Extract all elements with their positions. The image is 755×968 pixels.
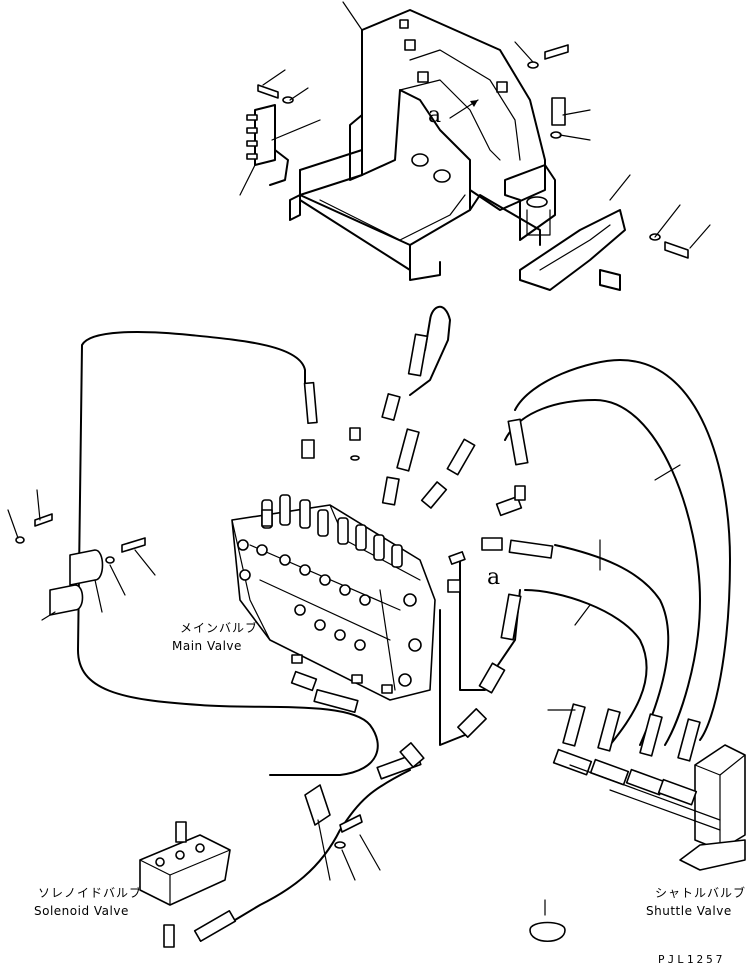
solenoid-valve-label-jp: ソレノイドバルブ xyxy=(38,886,143,900)
drawing-number: PJL1257 xyxy=(658,953,726,966)
hose-clamp-left xyxy=(7,489,156,621)
solenoid-valve-label-en: Solenoid Valve xyxy=(34,904,129,918)
hose-clip-bottom xyxy=(304,784,566,942)
solenoid-valve xyxy=(139,821,237,948)
hose-fittings xyxy=(261,333,554,780)
shuttle-valve-label-en: Shuttle Valve xyxy=(646,904,732,918)
shuttle-valve xyxy=(547,464,746,871)
mounting-bracket-assembly xyxy=(239,1,711,291)
shuttle-valve-label-jp: シャトルバルブ xyxy=(655,886,747,900)
main-valve-label-en: Main Valve xyxy=(172,639,242,653)
view-mark-top: a xyxy=(428,103,442,128)
view-mark-middle: a xyxy=(487,565,501,590)
main-valve-label-jp: メインバルブ xyxy=(180,621,259,635)
valve-face-bolts xyxy=(237,539,422,687)
